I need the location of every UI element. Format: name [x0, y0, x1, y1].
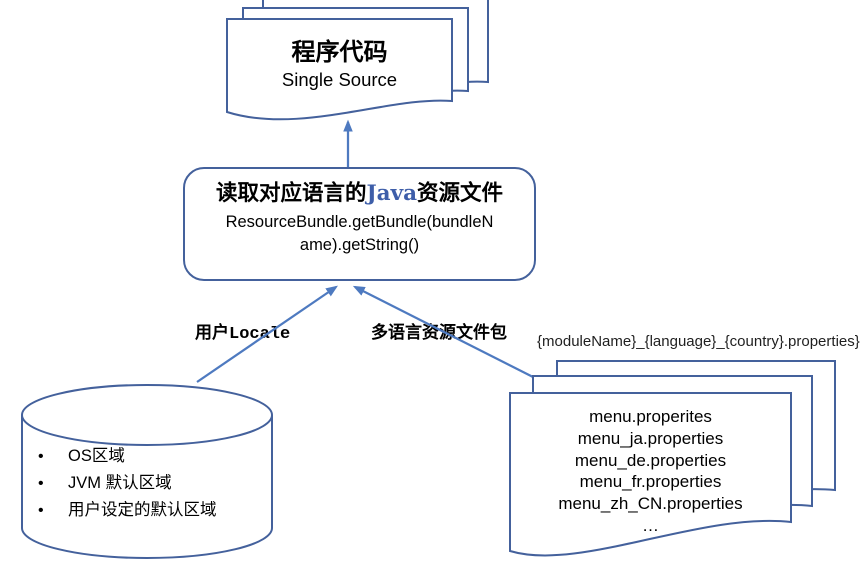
- list-item: menu.properites: [589, 407, 712, 426]
- list-item: menu_ja.properties: [577, 428, 724, 448]
- arrow-files-to-box: [352, 285, 534, 379]
- process-box: [183, 167, 536, 281]
- list-item: menu_de.properties: [574, 450, 727, 470]
- locale-sources-list: OS区域 JVM 默认区域 用户设定的默认区域: [35, 443, 270, 524]
- label-bundle-package: 多语言资源文件包: [371, 323, 507, 342]
- list-item: menu_zh_CN.properties: [558, 494, 743, 514]
- label-user-locale-zh: 用户: [195, 323, 229, 342]
- list-item: menu_fr.properties: [579, 472, 722, 492]
- resource-files-list: menu.properites menu_ja.properties menu_…: [512, 406, 789, 537]
- process-box-title-prefix: 读取对应语言的: [215, 181, 367, 206]
- list-item: …: [642, 515, 659, 535]
- source-document-subtitle: Single Source: [281, 69, 398, 90]
- process-box-code-line1: ResourceBundle.getBundle(bundleN: [225, 213, 494, 231]
- list-item: 用户设定的默认区域: [35, 497, 270, 524]
- source-document-text: 程序代码 Single Source: [227, 37, 452, 92]
- process-box-code-line2: ame).getString(): [299, 236, 420, 254]
- resource-files-stack: [509, 360, 836, 557]
- document-page-front: [226, 18, 453, 121]
- arrow-locale-to-box: [196, 285, 338, 383]
- process-box-title-suffix: 资源文件: [417, 181, 504, 206]
- list-item: JVM 默认区域: [35, 470, 270, 497]
- process-box-text: 读取对应语言的Java资源文件 ResourceBundle.getBundle…: [186, 177, 533, 257]
- list-item: OS区域: [35, 443, 270, 470]
- files-page-front: [509, 392, 792, 557]
- source-document-title: 程序代码: [291, 37, 388, 66]
- cylinder-top: [21, 384, 273, 446]
- label-naming-pattern: {moduleName}_{language}_{country}.proper…: [537, 333, 860, 350]
- process-box-title: 读取对应语言的Java资源文件: [186, 177, 533, 211]
- source-document-stack: [226, 0, 489, 121]
- process-box-title-java: Java: [366, 181, 418, 206]
